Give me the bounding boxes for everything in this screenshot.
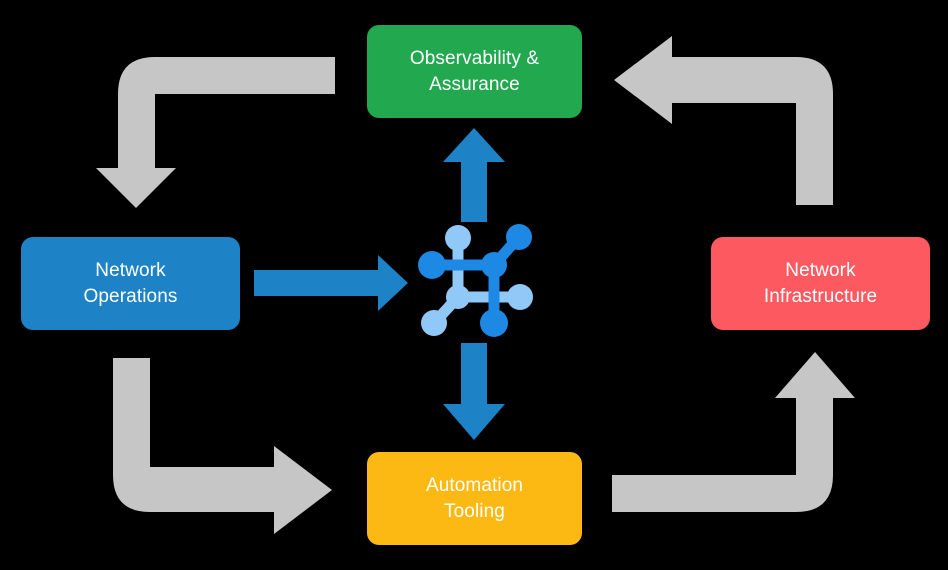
topology-node-bottom-dark [480, 309, 508, 337]
topology-dark-nodes [418, 224, 532, 337]
node-box-automation[interactable]: Automation Tooling [367, 452, 582, 545]
blue-arrow-operations-to-center [254, 255, 408, 311]
topology-node-topright-dark [506, 224, 532, 250]
node-label-automation: Automation Tooling [425, 475, 524, 522]
topology-node-left-dark [418, 251, 446, 279]
gray-arrow-infrastructure-to-observability [614, 36, 833, 205]
blue-arrow-center-to-automation [443, 343, 505, 440]
blue-arrow-center-to-observability [443, 128, 505, 222]
node-label-observability: Observability & Assurance [409, 48, 540, 95]
topology-light-nodes [421, 225, 533, 336]
node-box-infrastructure[interactable]: Network Infrastructure [711, 237, 930, 330]
gray-arrow-observability-to-operations [96, 57, 335, 208]
topology-node-center-light [446, 285, 470, 309]
node-box-operations[interactable]: Network Operations [21, 237, 240, 330]
gray-arrow-operations-to-automation [113, 358, 332, 534]
node-box-observability[interactable]: Observability & Assurance [367, 25, 582, 118]
topology-node-top-light [445, 225, 471, 251]
topology-node-hub-dark [481, 252, 507, 278]
topology-node-bottomleft-light [421, 310, 447, 336]
node-label-infrastructure: Network Infrastructure [763, 260, 878, 307]
topology-node-right-light [507, 284, 533, 310]
gray-arrow-automation-to-infrastructure [612, 352, 855, 512]
node-label-operations: Network Operations [83, 260, 178, 307]
